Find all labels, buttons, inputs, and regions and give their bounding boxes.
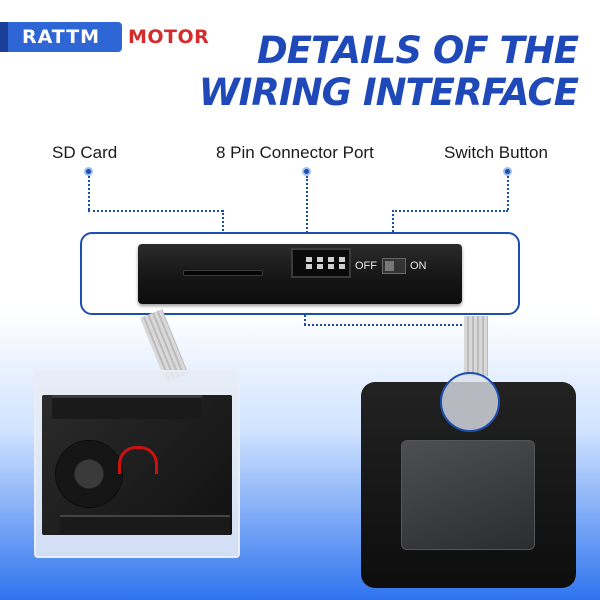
cooling-fan-icon <box>55 440 123 508</box>
callout-link-left <box>304 315 306 325</box>
brand-logo: RATTM MOTOR <box>0 22 215 52</box>
sd-card-pointer-dot <box>84 167 93 176</box>
switch-pointer-dot <box>503 167 512 176</box>
sd-card-leader-vertical <box>88 176 90 210</box>
display-screen <box>401 440 535 550</box>
sd-card-slot[interactable] <box>183 270 263 276</box>
label-8-pin-connector: 8 Pin Connector Port <box>216 143 374 162</box>
top-terminal-block <box>52 395 202 419</box>
bottom-terminal-block <box>60 515 230 535</box>
connector-magnifier <box>440 372 500 432</box>
label-switch-button: Switch Button <box>444 143 548 162</box>
interface-module: OFF ON <box>138 244 462 304</box>
power-switch[interactable] <box>382 258 406 274</box>
switch-off-label: OFF <box>355 260 377 272</box>
page-title: DETAILS OF THE WIRING INTERFACE <box>198 29 579 114</box>
connector-leader-vertical <box>306 176 308 256</box>
sd-card-leader-horizontal <box>88 210 223 212</box>
ribbon-cable-right <box>464 316 488 376</box>
title-line-2: WIRING INTERFACE <box>198 71 579 114</box>
switch-leader-horizontal <box>392 210 508 212</box>
switch-on-label: ON <box>410 260 427 272</box>
switch-leader-vertical <box>507 176 509 210</box>
brand-badge: RATTM <box>0 22 122 52</box>
red-wire <box>118 446 158 474</box>
connector-pins <box>306 257 347 269</box>
title-line-1: DETAILS OF THE <box>257 29 579 72</box>
connector-pointer-dot <box>302 167 311 176</box>
label-sd-card: SD Card <box>52 143 118 162</box>
eight-pin-connector <box>291 248 351 278</box>
brand-word: MOTOR <box>128 26 210 48</box>
callout-link-horizontal <box>304 324 470 326</box>
